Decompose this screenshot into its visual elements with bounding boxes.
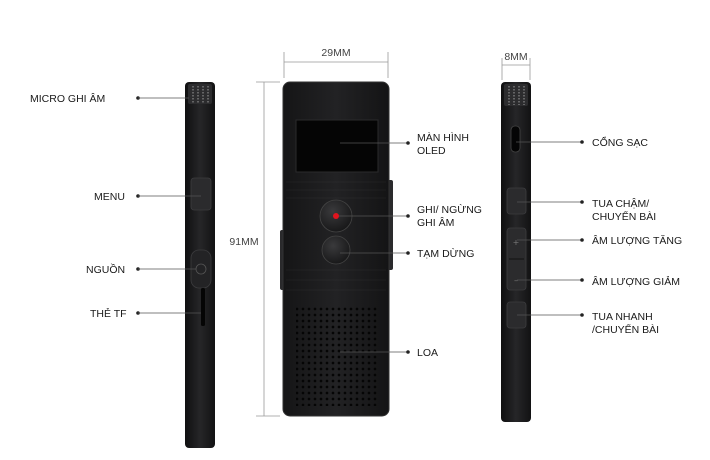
label-screen-2: OLED xyxy=(417,145,446,157)
thickness-label: 8MM xyxy=(504,51,527,63)
front-view: 29MM 91MM xyxy=(226,47,393,417)
label-forward-2: /CHUYỂN BÀI xyxy=(592,323,659,336)
label-record-1: GHI/ NGỪNG xyxy=(417,203,482,216)
label-forward-1: TUA NHANH xyxy=(592,311,653,323)
height-label: 91MM xyxy=(229,236,258,248)
thickness-dimension: 8MM xyxy=(501,51,531,80)
label-menu: MENU xyxy=(94,191,125,203)
label-pause: TẠM DỪNG xyxy=(417,247,474,260)
left-side-view xyxy=(185,82,215,448)
width-dimension: 29MM xyxy=(283,47,389,78)
label-speaker: LOA xyxy=(417,347,438,359)
left-labels: MICRO GHI ÂM MENU NGUỒN THẺ TF xyxy=(30,92,201,320)
right-labels: CỔNG SẠC TUA CHẬM/ CHUYỂN BÀI ÂM LƯỢNG T… xyxy=(516,136,682,336)
label-tf: THẺ TF xyxy=(90,307,127,320)
tf-card-slot xyxy=(201,288,205,326)
height-dimension: 91MM xyxy=(226,81,280,417)
label-record-2: GHI ÂM xyxy=(417,216,454,229)
right-side-view: 8MM + – xyxy=(501,51,531,422)
right-mic-grille xyxy=(504,84,528,106)
label-power: NGUỒN xyxy=(86,263,125,276)
width-label: 29MM xyxy=(321,47,350,59)
label-vol-down: ÂM LƯỢNG GIẢM xyxy=(592,275,680,288)
speaker-grille xyxy=(296,306,378,406)
charge-port xyxy=(510,125,521,153)
label-rewind-1: TUA CHẬM/ xyxy=(592,197,649,210)
label-mic: MICRO GHI ÂM xyxy=(30,92,105,105)
rewind-button-side xyxy=(506,187,527,215)
svg-text:+: + xyxy=(513,238,520,247)
label-rewind-2: CHUYỂN BÀI xyxy=(592,210,656,223)
pause-button xyxy=(321,235,351,265)
label-charge: CỔNG SẠC xyxy=(592,136,648,149)
svg-text:–: – xyxy=(514,276,518,285)
label-vol-up: ÂM LƯỢNG TĂNG xyxy=(592,234,682,247)
oled-screen xyxy=(295,119,379,173)
label-screen-1: MÀN HÌNH xyxy=(417,131,469,144)
left-mic-grille xyxy=(188,84,212,104)
center-labels: MÀN HÌNH OLED GHI/ NGỪNG GHI ÂM TẠM DỪNG… xyxy=(339,131,482,359)
menu-button-side xyxy=(190,177,212,211)
record-indicator xyxy=(333,213,339,219)
